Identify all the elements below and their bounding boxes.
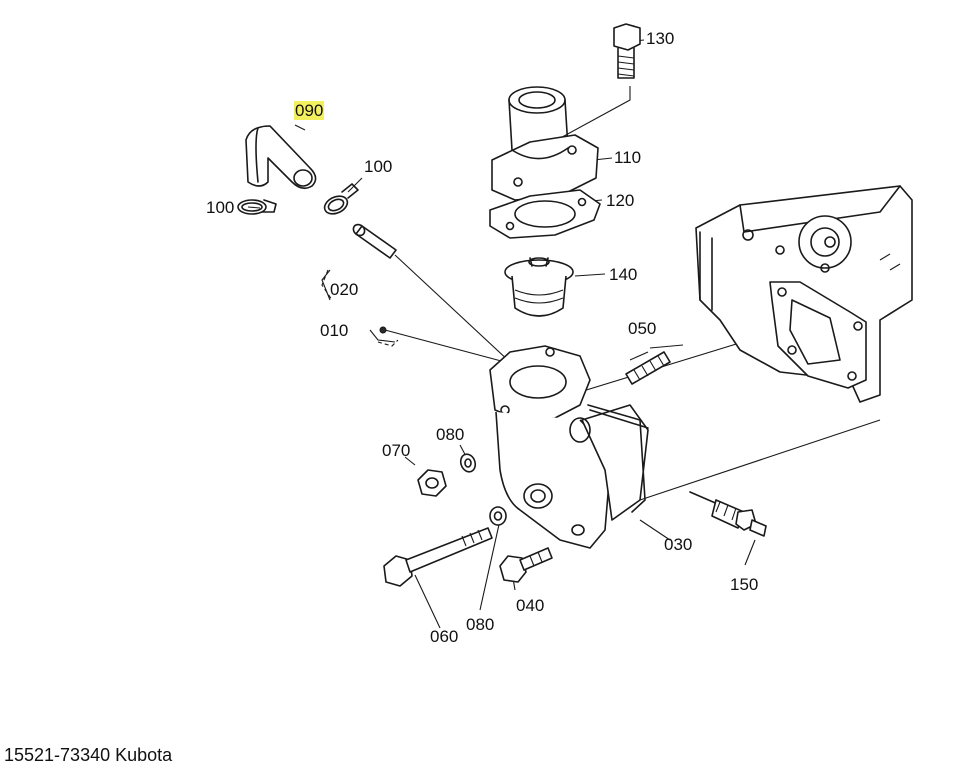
nut-070: [417, 469, 447, 497]
thermostat-140: [504, 257, 574, 317]
hose-090: [245, 125, 317, 190]
label-080-lower: 080: [466, 615, 495, 634]
label-090: 090: [294, 101, 325, 120]
label-090-text: 090: [294, 101, 325, 120]
label-130: 130: [646, 29, 675, 48]
exploded-parts-diagram: [237, 23, 913, 629]
pipe-020: [352, 223, 397, 259]
gasket-120: [489, 189, 601, 239]
label-050: 050: [628, 319, 657, 338]
temperature-sensor-150: [689, 491, 767, 537]
label-110: 110: [614, 148, 642, 167]
label-100-right: 100: [364, 157, 393, 176]
stud-bolt-050: [625, 351, 671, 385]
bolt-060: [383, 527, 493, 587]
thermostat-cover-110: [491, 86, 599, 201]
bolt-130: [613, 23, 641, 79]
part-number-caption: 15521-73340 Kubota: [4, 745, 173, 765]
label-140: 140: [609, 265, 638, 284]
washer-080-upper: [459, 453, 477, 473]
hose-clamp-100-right: [323, 183, 359, 215]
label-150: 150: [730, 575, 759, 594]
label-120: 120: [606, 191, 635, 210]
gasket-030: [587, 404, 646, 513]
bracket-010-outline: [321, 269, 399, 347]
engine-block: [695, 185, 913, 403]
label-080-upper: 080: [436, 425, 465, 444]
hose-clamp-100-left: [237, 199, 277, 215]
label-040: 040: [516, 596, 545, 615]
label-010: 010: [320, 321, 349, 340]
label-030: 030: [664, 535, 693, 554]
thermostat-housing: [489, 345, 649, 549]
label-060: 060: [430, 627, 459, 646]
label-020: 020: [330, 280, 359, 299]
label-100-left: 100: [206, 198, 235, 217]
bolt-040: [499, 547, 553, 583]
label-070: 070: [382, 441, 411, 460]
washer-080-lower: [489, 506, 507, 526]
